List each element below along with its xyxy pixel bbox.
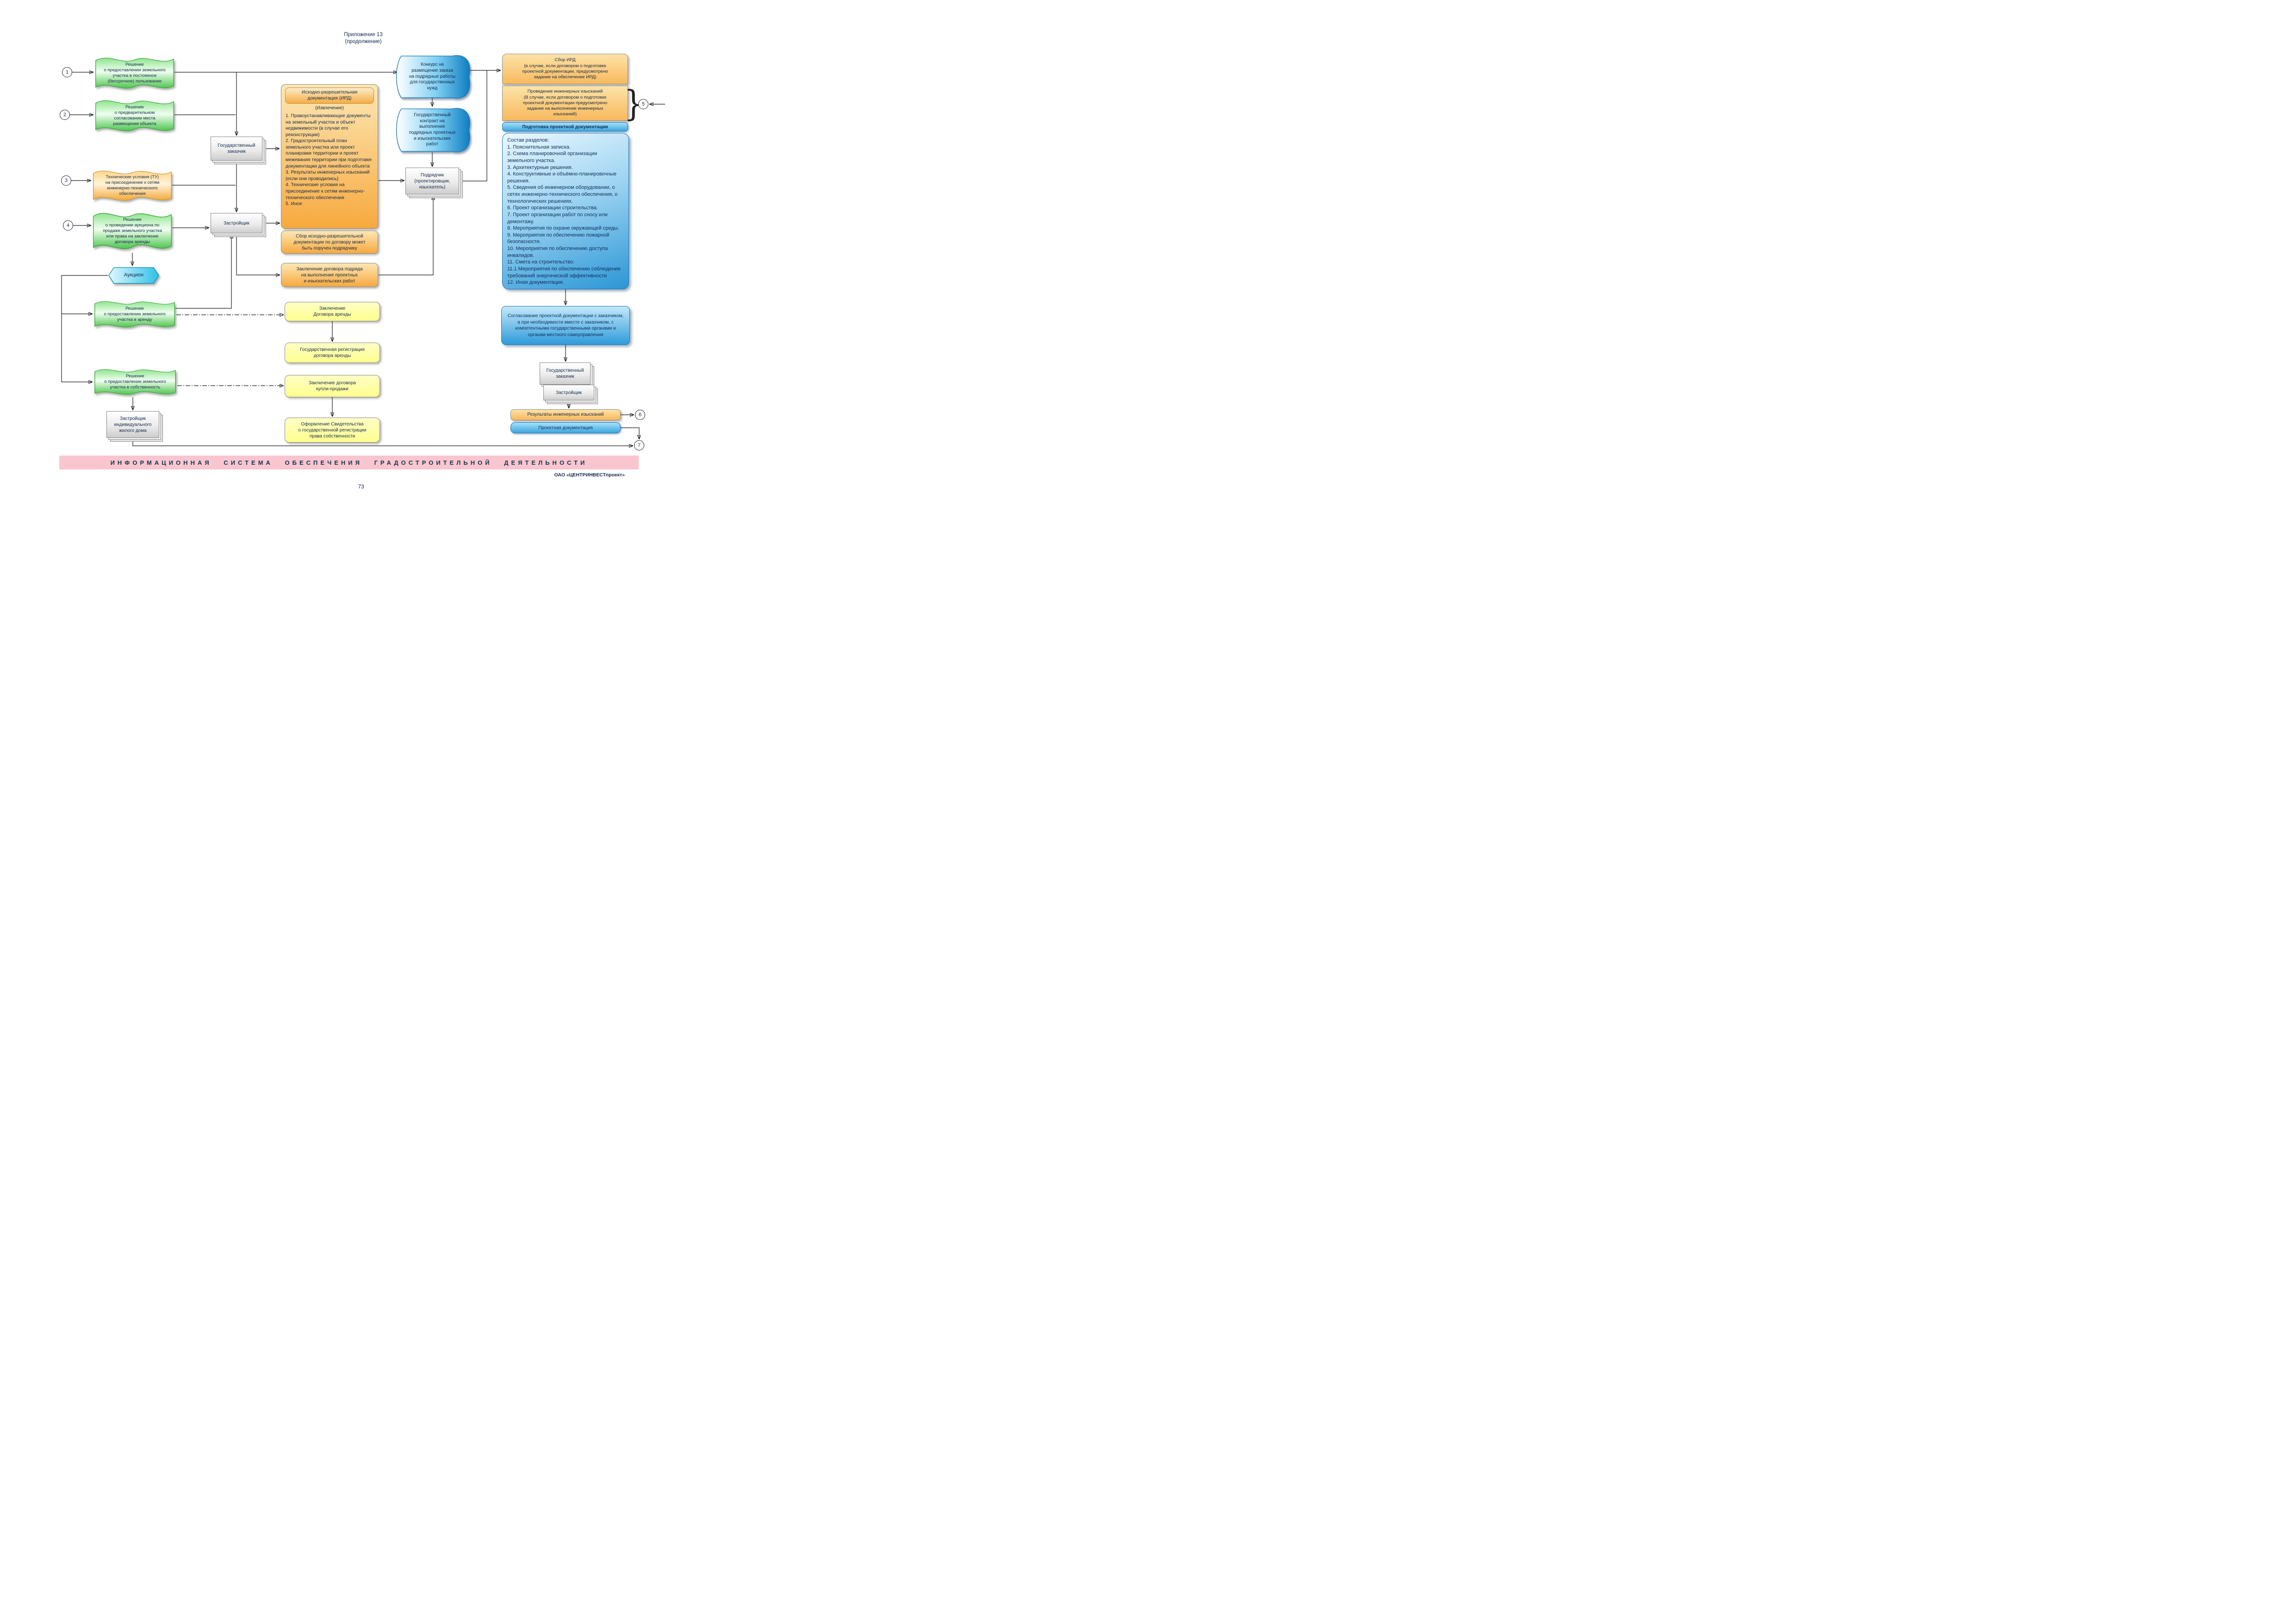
diagram-page: Приложение 13 (продолжение) 1 2 3 4 5 6 … — [0, 0, 715, 506]
company-name: ОАО «ЦЕНТРИНВЕСТпроект» — [554, 472, 625, 478]
sbor-ird-label: Сбор ИРД (в случае, если договором о под… — [522, 57, 608, 80]
info-system-banner: ИНФОРМАЦИОННАЯ СИСТЕМА ОБЕСПЕЧЕНИЯ ГРАДО… — [59, 456, 639, 469]
lease-conclusion-label: Заключение Договора аренды — [313, 306, 351, 317]
podryad-contract-label: Заключение договора подряда на выполнени… — [296, 266, 363, 284]
contractor-node: Подрядчик (проектировщик, изыскатель) — [405, 168, 459, 194]
ownership-certificate-label: Оформление Свидетельства о государственн… — [298, 421, 367, 439]
sostav-razdelov-list: Состав разделов: 1. Пояснительная записк… — [507, 137, 621, 286]
tender-konkurs-node: Конкурс на размещение заказа на подрядны… — [392, 54, 473, 100]
survey-results-node: Результаты инженерных изысканий — [510, 409, 621, 420]
ownership-certificate-node: Оформление Свидетельства о государственн… — [285, 418, 380, 443]
sostav-razdelov-box: Состав разделов: 1. Пояснительная записк… — [502, 133, 629, 289]
badge-2-label: 2 — [63, 112, 67, 118]
developer-node: Застройщик — [211, 213, 262, 233]
tender-contract-label: Государственный контракт на выполнение п… — [409, 112, 456, 147]
individual-developer-label: Застройщик индивидуального жилого дома — [114, 416, 152, 433]
state-customer-label: Государственный заказчик — [218, 143, 255, 154]
state-customer-node: Государственный заказчик — [211, 137, 262, 161]
purchase-conclusion-label: Заключение договора купли-продажи — [309, 381, 356, 392]
connector-badge-2: 2 — [60, 110, 70, 120]
tape-shape-icon — [94, 301, 175, 328]
contractor-label: Подрядчик (проектировщик, изыскатель) — [414, 172, 450, 190]
state-customer-2-label: Государственный заказчик — [546, 368, 584, 379]
flag-label: Решение о предоставлении земельного учас… — [104, 62, 166, 84]
connector-badge-7: 7 — [634, 440, 644, 450]
design-documentation-node: Проектная документация — [510, 422, 621, 433]
flag-decision-permanent-use: Решение о предоставлении земельного учас… — [95, 55, 174, 92]
badge-3-label: 3 — [64, 178, 68, 183]
engineering-surveys-label: Проведение инженерных изысканий (В случа… — [523, 89, 608, 117]
developer-node-2: Застройщик — [543, 385, 594, 400]
connector-badge-3: 3 — [61, 175, 71, 186]
tape-shape-icon — [94, 369, 176, 395]
badge-5-label: 5 — [641, 101, 645, 107]
ird-collection-note: Сбор исходно-разрешительной документации… — [281, 231, 378, 254]
design-docs-header-label: Подготовка проектной документации — [522, 124, 608, 130]
design-documentation-label: Проектная документация — [538, 425, 593, 431]
page-title: Приложение 13 (продолжение) — [319, 31, 407, 45]
tender-contract-node: Государственный контракт на выполнение п… — [392, 106, 473, 154]
developer-label: Застройщик — [223, 220, 250, 226]
state-customer-node-2: Государственный заказчик — [540, 362, 591, 385]
ird-collection-note-label: Сбор исходно-разрешительной документации… — [293, 233, 366, 251]
lease-registration-node: Государственная регистрация договора аре… — [285, 343, 380, 363]
connector-badge-4: 4 — [63, 220, 73, 231]
lease-registration-label: Государственная регистрация договора аре… — [300, 347, 365, 358]
flag-decision-auction: Решение о проведении аукциона по продаже… — [93, 209, 172, 253]
flag-decision-preliminary-approval: Решение о предварительном согласовании м… — [95, 97, 174, 134]
connector-badge-5: 5 — [638, 99, 648, 109]
tape-shape-icon — [93, 212, 172, 249]
flag-label: Решение о предоставлении земельного учас… — [104, 374, 166, 390]
info-system-banner-label: ИНФОРМАЦИОННАЯ СИСТЕМА ОБЕСПЕЧЕНИЯ ГРАДО… — [110, 459, 588, 466]
company-label: ОАО «ЦЕНТРИНВЕСТпроект» — [481, 472, 625, 478]
tape-shape-icon — [95, 100, 174, 131]
flag-technical-conditions: Технические условия (ТУ) на присоединени… — [93, 168, 172, 204]
developer-2-label: Застройщик — [555, 390, 582, 395]
flag-decision-ownership: Решение о предоставлении земельного учас… — [94, 367, 176, 397]
tape-shape-icon — [95, 57, 174, 89]
survey-results-label: Результаты инженерных изысканий — [527, 412, 604, 417]
connector-badge-6: 6 — [635, 410, 645, 420]
tender-konkurs-label: Конкурс на размещение заказа на подрядны… — [409, 62, 456, 91]
ird-extract-box: Исходно-разрешительная документация (ИРД… — [281, 84, 378, 229]
tape-shape-icon — [93, 170, 172, 201]
hexagon-shape-icon — [108, 267, 159, 284]
purchase-conclusion-node: Заключение договора купли-продажи — [285, 375, 380, 397]
flag-label: Решение о проведении аукциона по продаже… — [103, 217, 162, 244]
page-number: 73 — [345, 483, 377, 490]
flag-label: Решение о предварительном согласовании м… — [113, 105, 156, 126]
design-docs-header: Подготовка проектной документации — [502, 122, 628, 131]
auction-node: Аукцион — [108, 267, 160, 284]
connector-badge-1: 1 — [62, 67, 72, 77]
ird-items-list: 1. Правоустанавливающие документы на зем… — [286, 113, 372, 207]
page-title-line2: (продолжение) — [345, 38, 382, 44]
lease-conclusion-node: Заключение Договора аренды — [285, 302, 380, 321]
flag-label: Технические условия (ТУ) на присоединени… — [105, 175, 160, 196]
auction-label: Аукцион — [124, 272, 144, 278]
individual-developer-node: Застройщик индивидуального жилого дома — [106, 411, 159, 438]
badge-6-label: 6 — [638, 412, 642, 418]
badge-4-label: 4 — [66, 223, 70, 228]
ird-header: Исходно-разрешительная документация (ИРД… — [285, 87, 374, 104]
page-number-label: 73 — [358, 483, 364, 490]
podryad-contract-node: Заключение договора подряда на выполнени… — [281, 263, 378, 287]
sbor-ird-node: Сбор ИРД (в случае, если договором о под… — [502, 54, 628, 84]
flag-label: Решение о предоставлении земельного учас… — [104, 306, 166, 322]
page-title-line1: Приложение 13 — [344, 32, 383, 37]
flag-decision-lease: Решение о предоставлении земельного учас… — [94, 299, 175, 330]
ird-subtitle: (Извлечение) — [315, 106, 344, 111]
badge-7-label: 7 — [637, 443, 641, 448]
engineering-surveys-node: Проведение инженерных изысканий (В случа… — [502, 86, 628, 121]
soglasovanie-node: Согласование проектной документации с за… — [501, 306, 630, 345]
badge-1-label: 1 — [65, 69, 69, 75]
soglasovanie-label: Согласование проектной документации с за… — [507, 313, 624, 337]
